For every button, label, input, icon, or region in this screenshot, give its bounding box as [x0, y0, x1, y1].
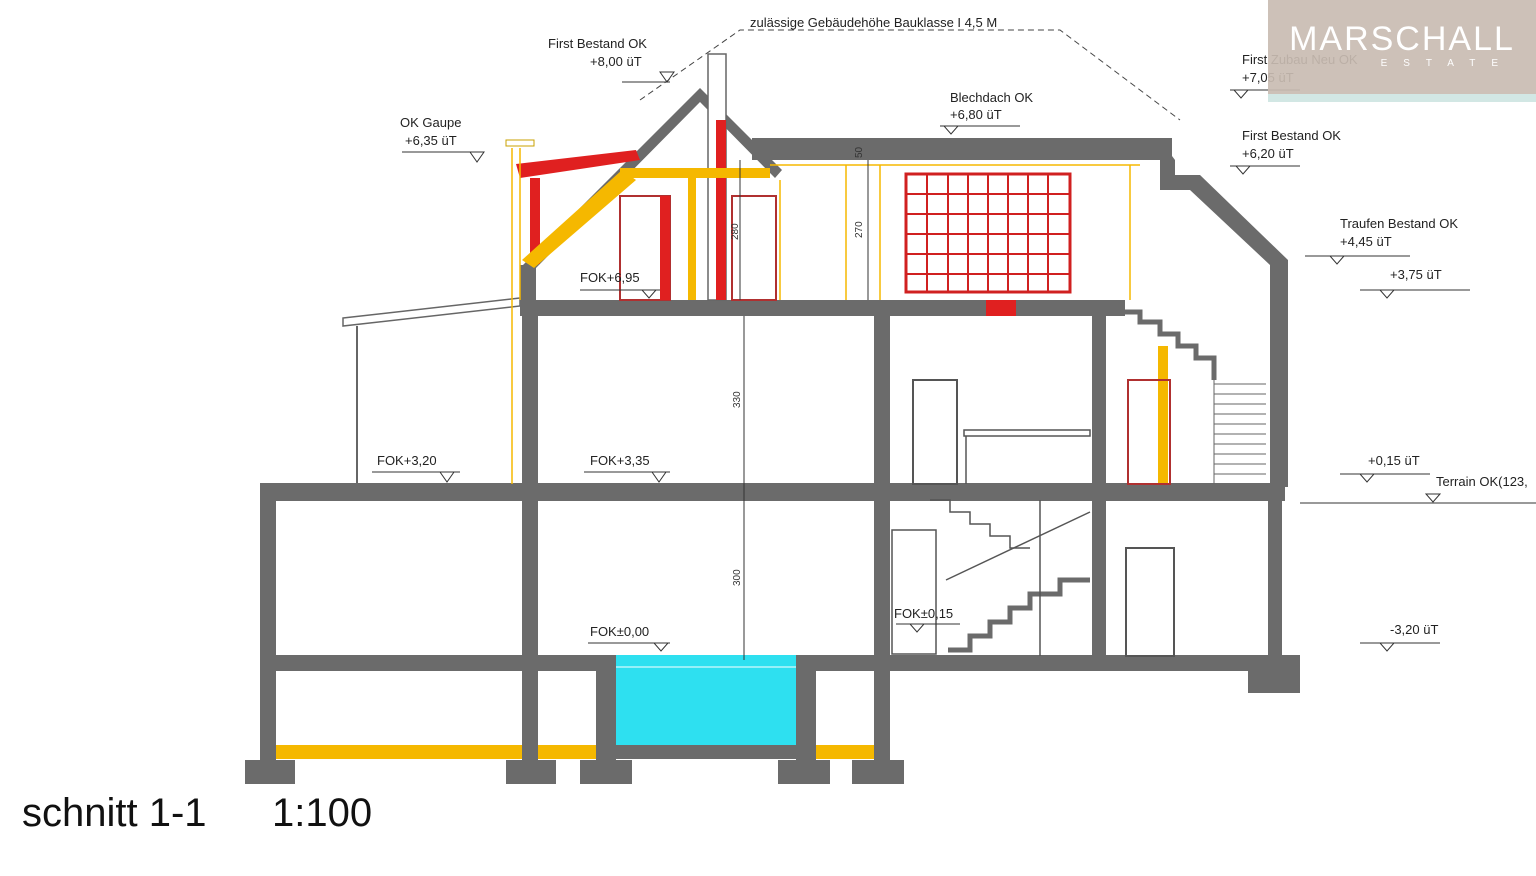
flat-roof [752, 138, 1172, 160]
label-fok-000: FOK±0,00 [590, 624, 649, 639]
label-first-bestand-val: +8,00 üT [590, 54, 642, 69]
glazing-grid [904, 172, 1072, 294]
stair-upper [1120, 309, 1217, 380]
label-fok-335: FOK+3,35 [590, 453, 650, 468]
brand-logo-bar [1268, 94, 1536, 102]
label-first-bestand-2-val: +6,20 üT [1242, 146, 1294, 161]
brand-logo-sub: ESTATE [1380, 58, 1514, 69]
label-first-bestand-2: First Bestand OK [1242, 128, 1341, 143]
drawing-title: schnitt 1-1 [22, 791, 207, 835]
pool [616, 655, 796, 745]
dim-270: 270 [854, 221, 865, 238]
carport-roof [342, 297, 521, 327]
label-blechdach-val: +6,80 üT [950, 107, 1002, 122]
stair-basement [948, 577, 1090, 653]
dim-300: 300 [732, 569, 743, 586]
label-fok-320: FOK+3,20 [377, 453, 437, 468]
label-level-m320: -3,20 üT [1390, 622, 1438, 637]
label-terrain: Terrain OK(123, [1436, 474, 1528, 489]
label-level-375: +3,75 üT [1390, 267, 1442, 282]
dim-50: 50 [854, 146, 865, 158]
roof-slope-right [1160, 175, 1288, 265]
label-traufen-val: +4,45 üT [1340, 234, 1392, 249]
new-rafter [522, 170, 636, 268]
slab-ground [260, 483, 1285, 501]
label-ok-gaupe: OK Gaupe [400, 115, 461, 130]
label-fok-015: FOK±0,15 [894, 606, 953, 621]
label-level-015: +0,15 üT [1368, 453, 1420, 468]
label-max-height: zulässige Gebäudehöhe Bauklasse I 4,5 M [750, 15, 997, 30]
dormer-demolition [516, 150, 640, 178]
brand-logo-name: MARSCHALL [1289, 20, 1515, 58]
label-ok-gaupe-val: +6,35 üT [405, 133, 457, 148]
dim-330: 330 [732, 391, 743, 408]
drawing-scale: 1:100 [272, 791, 372, 835]
brand-logo: MARSCHALL ESTATE [1268, 0, 1536, 102]
height-envelope-line [639, 29, 1181, 121]
dim-280: 280 [730, 223, 741, 240]
label-first-bestand: First Bestand OK [548, 36, 647, 51]
slab-upper [520, 300, 1125, 316]
label-traufen: Traufen Bestand OK [1340, 216, 1458, 231]
label-blechdach: Blechdach OK [950, 90, 1033, 105]
label-fok-695: FOK+6,95 [580, 270, 640, 285]
